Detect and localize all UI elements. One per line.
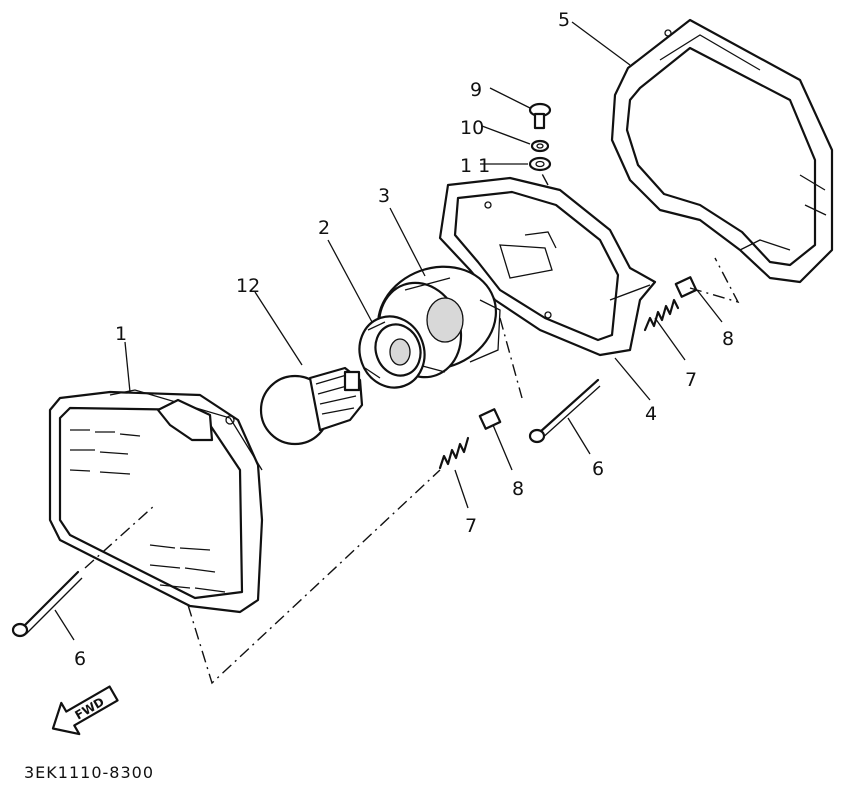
callout-bolt-lower-left: 6	[74, 648, 86, 670]
callout-washer-11: 1 1	[460, 155, 490, 177]
nut-upper-part	[674, 276, 698, 298]
callout-inner-bracket: 4	[645, 403, 657, 425]
diagram-code: 3EK1110-8300	[24, 763, 154, 782]
callout-socket-housing: 3	[378, 185, 390, 207]
callout-screw: 9	[470, 79, 482, 101]
fwd-arrow: FWD	[51, 685, 119, 736]
callouts: 1 2 3 4 5 6 6 7 7 8 8 9 10 1 1 12	[74, 9, 734, 670]
bulb-socket-part	[358, 315, 426, 389]
callout-spring-lower: 7	[465, 515, 477, 537]
callout-outer-rim: 5	[558, 9, 570, 31]
washer-11-part	[528, 156, 552, 172]
spring-lower-part	[438, 436, 470, 470]
spring-upper-part	[643, 298, 680, 332]
callout-headlight-unit: 1	[115, 323, 127, 345]
nut-lower-part	[478, 408, 502, 430]
callout-washer-10: 10	[460, 117, 484, 139]
callout-bulb: 12	[236, 275, 260, 297]
callout-bulb-socket: 2	[318, 217, 330, 239]
bolt-lower-left-part	[11, 570, 83, 638]
screw-part	[528, 102, 552, 130]
callout-nut-lower: 8	[512, 478, 524, 500]
callout-spring-upper: 7	[685, 369, 697, 391]
bolt-right-part	[528, 378, 601, 444]
callout-nut-upper: 8	[722, 328, 734, 350]
leader-lines	[54, 21, 723, 641]
outer-rim-part	[610, 18, 834, 284]
washer-10-part	[530, 139, 550, 153]
callout-bolt-right: 6	[592, 458, 604, 480]
lens-pattern	[69, 429, 226, 593]
alignment-lines	[84, 169, 740, 685]
bulb-part	[259, 366, 364, 446]
headlight-unit-part	[48, 389, 264, 614]
